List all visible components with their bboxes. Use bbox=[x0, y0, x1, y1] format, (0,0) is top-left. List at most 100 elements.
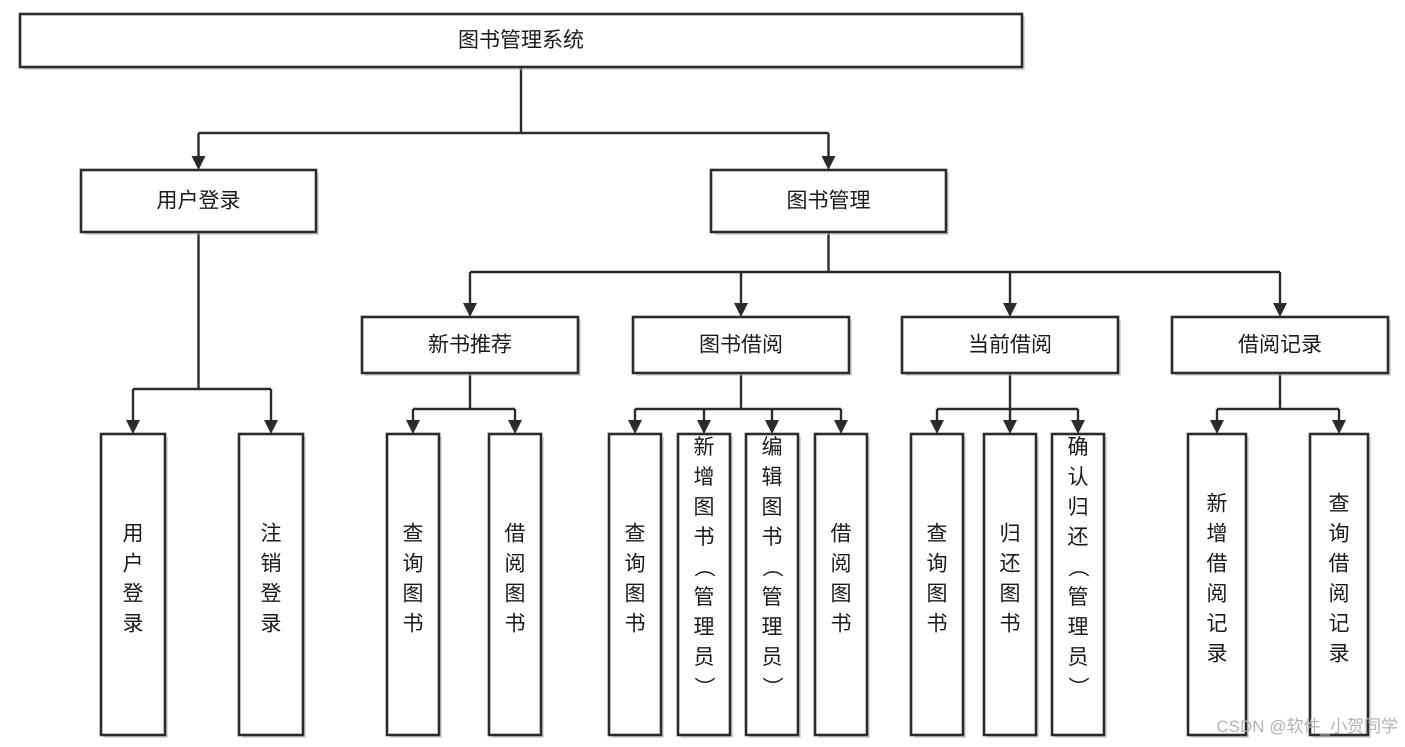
box-outline bbox=[900, 315, 1120, 375]
node-label-char: 录 bbox=[123, 613, 144, 636]
box-outline bbox=[79, 168, 318, 234]
box-outline bbox=[18, 12, 1024, 69]
arrow-head-icon bbox=[1273, 303, 1287, 317]
arrow-head-icon bbox=[1210, 420, 1224, 434]
node-label-char: 借 bbox=[1329, 553, 1350, 576]
node-label-char: 录 bbox=[1207, 643, 1228, 666]
node-label-char: 查 bbox=[403, 523, 424, 546]
node-label-char: 录 bbox=[1329, 643, 1350, 666]
node-label-char: 询 bbox=[625, 553, 646, 576]
node-label-char: （ bbox=[1066, 557, 1089, 578]
node-label-char: 图 bbox=[762, 496, 783, 519]
node-label-char: 书 bbox=[831, 613, 852, 636]
arrow-head-icon bbox=[508, 420, 522, 434]
node-label-char: 新 bbox=[694, 436, 715, 459]
node-label-char: 员 bbox=[694, 646, 715, 669]
node-label-char: 询 bbox=[1329, 523, 1350, 546]
arrow-head-icon bbox=[821, 156, 836, 170]
box-outline bbox=[487, 432, 543, 737]
node-label-char: 归 bbox=[1000, 523, 1021, 546]
node-label-char: ） bbox=[760, 677, 783, 698]
node-label-char: 编 bbox=[762, 436, 783, 459]
level2-node-图书管理[interactable]: 图书管理 bbox=[709, 168, 949, 235]
level3-node-借阅记录[interactable]: 借阅记录 bbox=[1170, 315, 1391, 376]
leaf-0-node-用户登录[interactable]: 用户登录 bbox=[99, 432, 168, 738]
node-label-char: 借 bbox=[1207, 553, 1228, 576]
node-label-char: 借 bbox=[831, 523, 852, 546]
arrow-head-icon bbox=[834, 420, 848, 434]
node-label-char: 理 bbox=[694, 616, 715, 639]
node-label-char: 图 bbox=[1000, 583, 1021, 606]
node-label-char: 图 bbox=[625, 583, 646, 606]
csdn-watermark: CSDN @软件_小贺同学 bbox=[1216, 717, 1398, 736]
node-label-char: 管 bbox=[1068, 586, 1089, 609]
node-label-char: 增 bbox=[1207, 523, 1228, 546]
box-outline bbox=[709, 168, 948, 234]
arrow-head-icon bbox=[765, 420, 779, 434]
node-label-char: （ bbox=[760, 557, 783, 578]
node-label-char: 记 bbox=[1329, 613, 1350, 636]
node-label-char: 户 bbox=[123, 553, 144, 576]
node-label-char: 归 bbox=[1068, 496, 1089, 519]
arrow-head-icon bbox=[191, 156, 206, 170]
level3-node-新书推荐[interactable]: 新书推荐 bbox=[360, 315, 581, 376]
node-label-char: 图 bbox=[694, 496, 715, 519]
node-label: 图书借阅 bbox=[699, 334, 783, 357]
node-label-char: 询 bbox=[403, 553, 424, 576]
node-label-char: 登 bbox=[261, 583, 282, 606]
arrow-head-icon bbox=[697, 420, 711, 434]
box-outline bbox=[237, 432, 305, 737]
node-label: 图书管理系统 bbox=[458, 29, 584, 52]
level3-node-当前借阅[interactable]: 当前借阅 bbox=[900, 315, 1121, 376]
node-label-char: 阅 bbox=[505, 553, 526, 576]
connector-layer bbox=[126, 67, 1346, 434]
node-label-char: 图 bbox=[505, 583, 526, 606]
root-node-book-management-system[interactable]: 图书管理系统 bbox=[18, 12, 1025, 70]
node-label: 借阅记录 bbox=[1238, 334, 1322, 357]
box-outline bbox=[99, 432, 167, 737]
node-label-char: 书 bbox=[505, 613, 526, 636]
node-label-char: 书 bbox=[1000, 613, 1021, 636]
box-outline bbox=[1170, 315, 1390, 375]
box-outline bbox=[1050, 432, 1106, 737]
node-label-char: 图 bbox=[831, 583, 852, 606]
box-outline bbox=[385, 432, 441, 737]
node-label-char: 书 bbox=[403, 613, 424, 636]
node-label-char: 录 bbox=[261, 613, 282, 636]
node-label-char: 图 bbox=[403, 583, 424, 606]
box-outline bbox=[607, 432, 663, 737]
level3-node-图书借阅[interactable]: 图书借阅 bbox=[631, 315, 852, 376]
arrow-head-icon bbox=[734, 303, 748, 317]
level2-node-用户登录[interactable]: 用户登录 bbox=[79, 168, 319, 235]
node-label-char: 书 bbox=[762, 526, 783, 549]
node-label-char: 员 bbox=[762, 646, 783, 669]
node-label-char: 理 bbox=[1068, 616, 1089, 639]
node-label-char: 查 bbox=[1329, 493, 1350, 516]
box-outline bbox=[1186, 432, 1248, 737]
box-outline bbox=[676, 432, 732, 737]
box-outline bbox=[982, 432, 1038, 737]
node-label-char: 书 bbox=[694, 526, 715, 549]
arrow-head-icon bbox=[1332, 420, 1346, 434]
node-label-char: 认 bbox=[1068, 466, 1089, 489]
arrow-head-icon bbox=[1003, 420, 1017, 434]
node-label-char: （ bbox=[692, 557, 715, 578]
node-label-char: 新 bbox=[1207, 493, 1228, 516]
node-label-char: 查 bbox=[927, 523, 948, 546]
node-label-char: 用 bbox=[123, 523, 144, 546]
arrow-head-icon bbox=[930, 420, 944, 434]
